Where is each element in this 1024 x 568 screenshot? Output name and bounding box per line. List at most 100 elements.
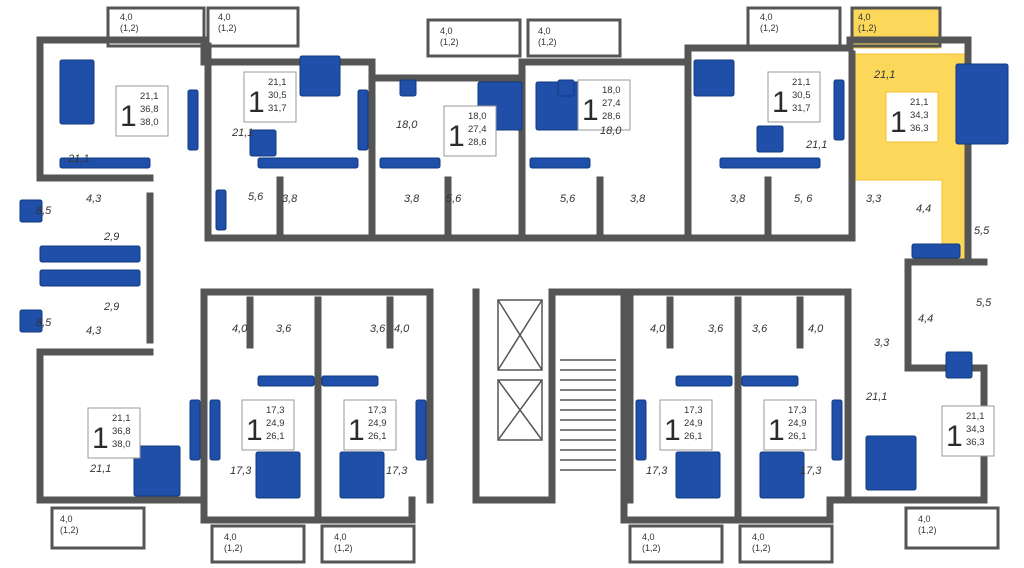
stair-core (472, 288, 628, 504)
unit-area-value: 26,1 (266, 431, 285, 442)
room-area-label: 3,6 (370, 323, 386, 335)
sofa-furniture (299, 55, 341, 97)
balcony-outline (210, 524, 306, 564)
table-furniture (945, 351, 973, 379)
kitchen-furniture (719, 157, 821, 169)
bath-furniture (39, 269, 141, 287)
unit-area-value: 27,4 (602, 98, 621, 109)
balcony-area-label: (1,2) (752, 543, 771, 553)
kitchen-furniture (257, 375, 315, 387)
unit-bottom-5: 117,324,926,1 (763, 399, 817, 451)
room-area-label: 4,0 (650, 323, 666, 335)
balcony-outline (50, 506, 146, 550)
unit-top-5: 121,130,531,7 (767, 71, 821, 123)
balcony-area-label: (1,2) (218, 23, 237, 33)
balcony-outline (628, 524, 724, 564)
room-area-label: 18,0 (600, 125, 622, 137)
outer-wall-top (36, 36, 972, 266)
unit-card (941, 405, 995, 457)
highlight-main (851, 53, 969, 263)
kitchen-furniture (529, 157, 591, 169)
unit-area-value: 26,1 (368, 431, 387, 442)
balcony-area-label: (1,2) (538, 37, 557, 47)
unit-area-value: 17,3 (368, 405, 387, 416)
room-area-label: 3,8 (630, 193, 646, 205)
balcony-area-label: 4,0 (334, 532, 347, 542)
unit-card (577, 79, 631, 131)
room-area-label: 21,1 (231, 127, 253, 139)
room-count: 1 (772, 86, 789, 119)
elevator-cross (497, 299, 543, 371)
unit-top-2: 121,130,531,7 (243, 71, 297, 123)
balcony-outline (320, 524, 416, 564)
balcony-area-label: (1,2) (440, 37, 459, 47)
room-area-label: 4,0 (232, 323, 248, 335)
unit-labels: 121,136,838,0121,130,531,7118,027,428,61… (87, 71, 995, 459)
unit-area-value: 18,0 (602, 85, 621, 96)
room-count: 1 (890, 106, 907, 139)
balcony-area-label: 4,0 (918, 514, 931, 524)
room-area-label: 17,3 (646, 465, 668, 477)
balcony-area-label: 4,0 (440, 26, 453, 36)
unit-area-value: 30,5 (268, 90, 287, 101)
unit-area-value: 34,3 (910, 110, 929, 121)
wardrobe-furniture (833, 79, 845, 141)
balcony-area-label: 4,0 (224, 532, 237, 542)
unit-top-right: 121,134,336,3 (885, 91, 939, 143)
unit-area-value: 27,4 (468, 124, 487, 135)
balcony-area-label: (1,2) (760, 23, 779, 33)
unit-area-value: 17,3 (266, 405, 285, 416)
end-unit-walls (36, 174, 154, 356)
balcony-area-label: (1,2) (224, 543, 243, 553)
table-furniture (249, 129, 277, 157)
room-area-label: 3,8 (282, 193, 298, 205)
kitchen-furniture (741, 375, 799, 387)
walls (36, 36, 988, 524)
room-area-label: 21,1 (873, 69, 895, 81)
room-area-label: 17,3 (230, 465, 252, 477)
unit-area-value: 28,6 (468, 137, 487, 148)
table-furniture (557, 79, 575, 97)
wardrobe-furniture (215, 189, 227, 231)
balcony-area-label: 4,0 (752, 532, 765, 542)
room-area-label: 18,0 (396, 119, 418, 131)
room-count: 1 (348, 414, 365, 447)
room-area-label: 3,8 (730, 193, 746, 205)
balcony-area-label: 4,0 (760, 12, 773, 22)
balcony-outline (526, 18, 622, 58)
room-area-label: 2,9 (103, 301, 119, 313)
balcony-area-label: (1,2) (642, 543, 661, 553)
table-furniture (19, 309, 43, 333)
unit-card (243, 71, 297, 123)
balcony-labels: 4,0(1,2)4,0(1,2)4,0(1,2)4,0(1,2)4,0(1,2)… (60, 12, 937, 553)
balcony-area-label: 4,0 (120, 12, 133, 22)
room-area-label: 3,3 (866, 193, 882, 205)
elevator-shaft (497, 299, 543, 371)
unit-area-value: 17,3 (684, 405, 703, 416)
unit-area-value: 21,1 (112, 413, 131, 424)
balcony-outline (426, 18, 522, 58)
bath-furniture (39, 245, 141, 263)
room-area-label: 3,3 (874, 337, 890, 349)
room-area-label: 5,6 (446, 193, 462, 205)
room-area-label: 5,6 (560, 193, 576, 205)
room-area-label: 17,3 (386, 465, 408, 477)
room-count: 1 (946, 420, 963, 453)
table-furniture (756, 125, 784, 153)
unit-area-value: 24,9 (684, 418, 703, 429)
balcony-area-label: (1,2) (120, 23, 139, 33)
room-area-label: 17,3 (800, 465, 822, 477)
unit-partitions-bottom (200, 288, 852, 524)
unit-area-value: 21,1 (966, 411, 985, 422)
room-area-label: 5, 6 (794, 193, 813, 205)
wardrobe-furniture (187, 89, 199, 151)
room-area-label: 21,1 (89, 463, 111, 475)
balcony-area-label: 4,0 (538, 26, 551, 36)
unit-area-value: 24,9 (368, 418, 387, 429)
bed-furniture (693, 59, 735, 97)
balcony-area-label: 4,0 (60, 514, 73, 524)
unit-card (115, 85, 169, 137)
wardrobe-furniture (209, 399, 221, 461)
room-area-label: 3,6 (752, 323, 768, 335)
